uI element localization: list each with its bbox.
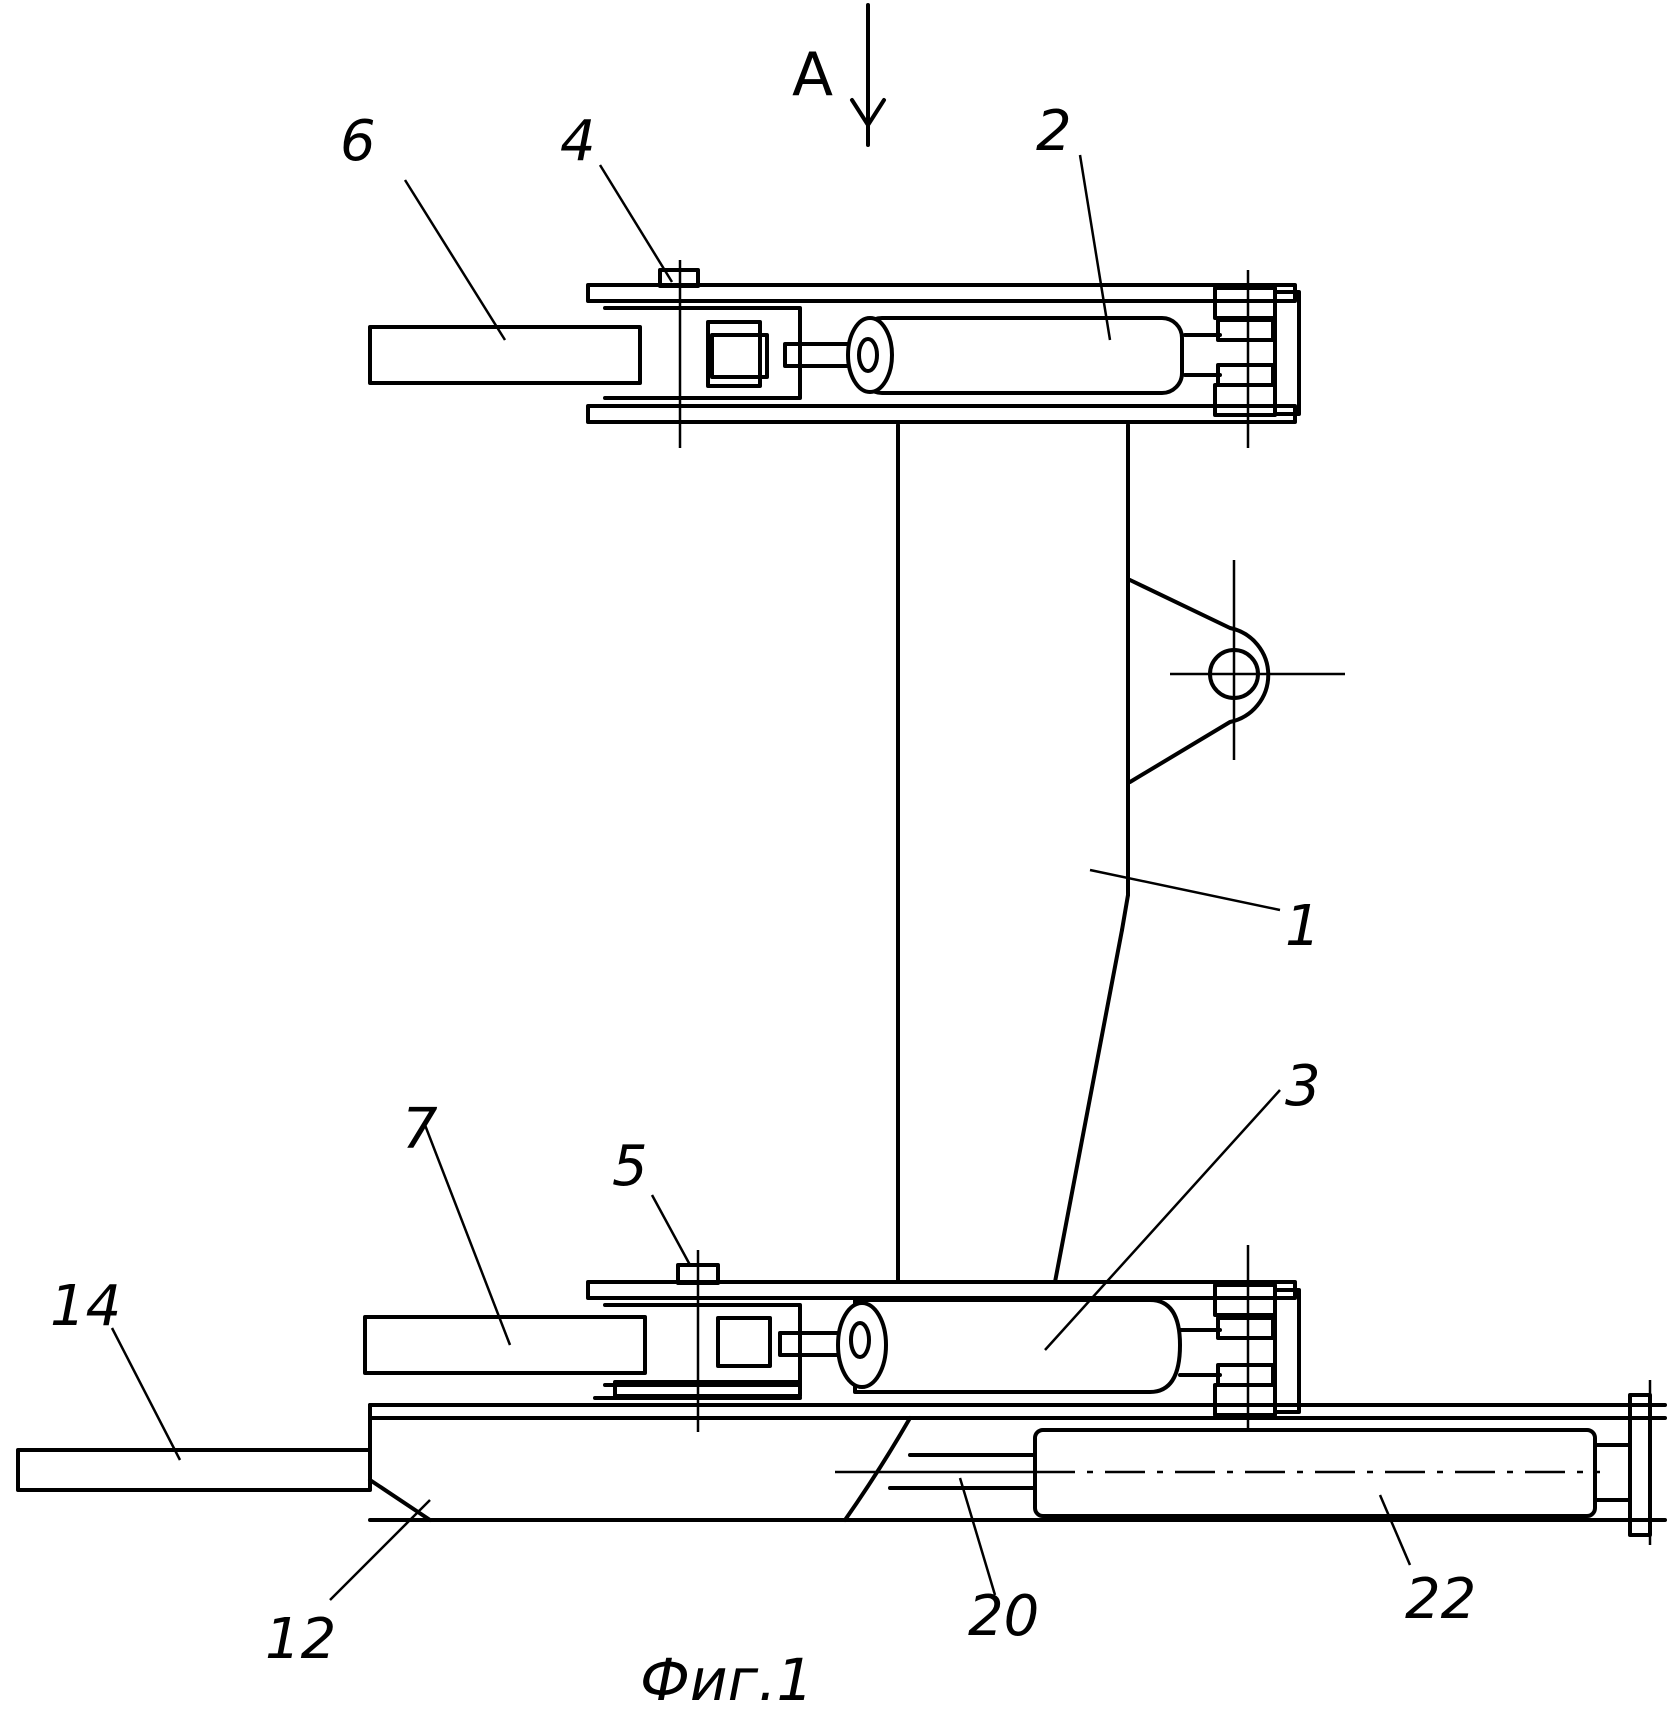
label-22: 22 <box>1405 1567 1476 1632</box>
base-beam <box>18 1380 1665 1545</box>
label-1: 1 <box>1285 894 1321 959</box>
pivot-bracket <box>1130 560 1345 782</box>
label-20: 20 <box>968 1584 1039 1649</box>
central-column <box>898 425 1128 1282</box>
upper-assembly <box>370 260 1299 448</box>
view-arrow-a: A <box>792 5 884 145</box>
label-2: 2 <box>1036 99 1072 164</box>
label-4: 4 <box>560 109 596 174</box>
label-3: 3 <box>1285 1054 1321 1119</box>
label-7: 7 <box>402 1097 438 1162</box>
label-5: 5 <box>612 1134 648 1199</box>
view-marker-label: A <box>792 40 833 110</box>
label-12: 12 <box>265 1607 336 1672</box>
label-14: 14 <box>50 1274 121 1339</box>
label-6: 6 <box>340 109 376 174</box>
figure-caption: Фиг.1 <box>640 1646 813 1714</box>
